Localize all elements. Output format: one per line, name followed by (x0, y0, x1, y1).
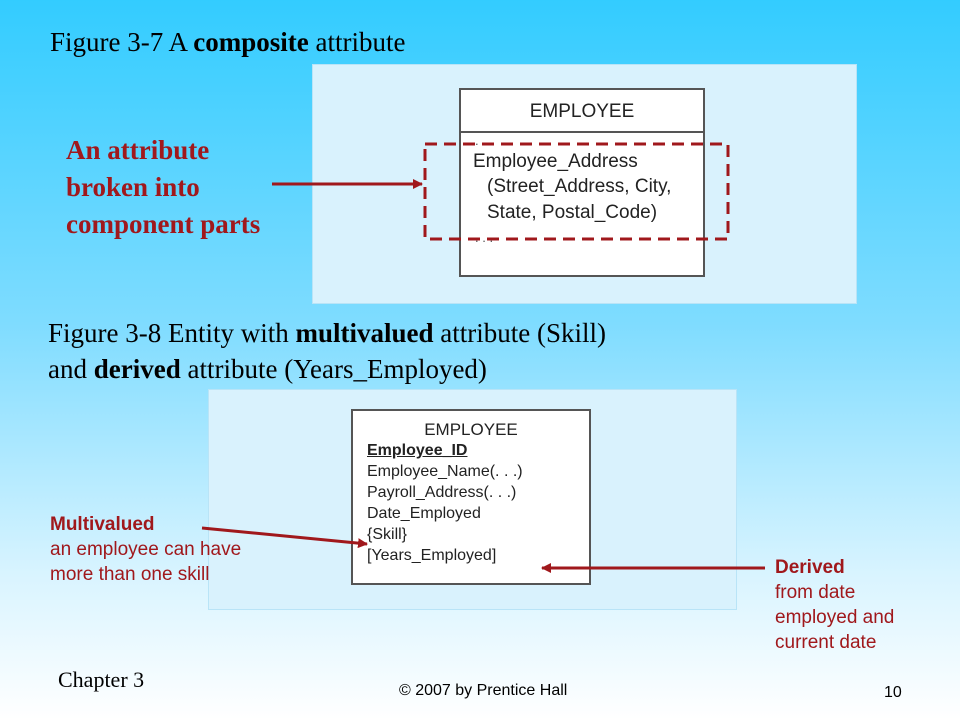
derived-note-line-2: employed and (775, 607, 895, 628)
multivalued-note: Multivalued an employee can have more th… (50, 512, 241, 587)
composite-callout-line-2: broken into (66, 172, 200, 202)
composite-highlight-box (423, 142, 730, 241)
attr-skill: {Skill} (367, 526, 408, 543)
multivalued-note-line-2: more than one skill (50, 564, 210, 585)
entity-name-2: EMPLOYEE (424, 420, 518, 439)
page-number: 10 (884, 684, 902, 701)
composite-callout-line-3: component parts (66, 209, 261, 239)
attr-years-employed: [Years_Employed] (367, 547, 497, 564)
composite-callout-line-1: An attribute (66, 135, 210, 165)
figure-3-7-title: Figure 3-7 A composite attribute (50, 27, 406, 57)
attr-employee-name: Employee_Name(. . .) (367, 463, 523, 480)
multivalued-note-line-1: an employee can have (50, 539, 242, 560)
component-parts-line-1: (Street_Address, City, (487, 176, 672, 197)
derived-note: Derived from date employed and current d… (775, 555, 894, 655)
employee-entity-box-2: EMPLOYEE Employee_ID Employee_Name(. . .… (351, 409, 591, 585)
component-parts-line-2: State, Postal_Code) (487, 202, 658, 223)
composite-attribute-name: Employee_Address (473, 151, 638, 172)
entity-divider (461, 131, 703, 133)
chapter-label: Chapter 3 (58, 667, 145, 692)
derived-note-head: Derived (775, 557, 845, 578)
multivalued-note-head: Multivalued (50, 514, 155, 535)
derived-note-line-3: current date (775, 632, 877, 653)
attr-employee-id: Employee_ID (367, 442, 468, 459)
composite-callout: An attribute broken into component parts (66, 132, 260, 243)
ellipsis-bottom: . . . (475, 230, 494, 245)
copyright-text: © 2007 by Prentice Hall (399, 682, 568, 699)
attr-payroll-address: Payroll_Address(. . .) (367, 484, 517, 501)
multivalued-arrow (201, 526, 368, 549)
figure-3-8-title-line-1: Figure 3-8 Entity with multivalued attri… (48, 318, 606, 348)
entity-name: EMPLOYEE (529, 101, 635, 122)
employee-entity-box: EMPLOYEE . . . Employee_Address (Street_… (459, 88, 705, 277)
derived-note-line-1: from date (775, 582, 856, 603)
figure-3-8-title-line-2: and derived attribute (Years_Employed) (48, 354, 487, 384)
attr-date-employed: Date_Employed (367, 505, 481, 522)
